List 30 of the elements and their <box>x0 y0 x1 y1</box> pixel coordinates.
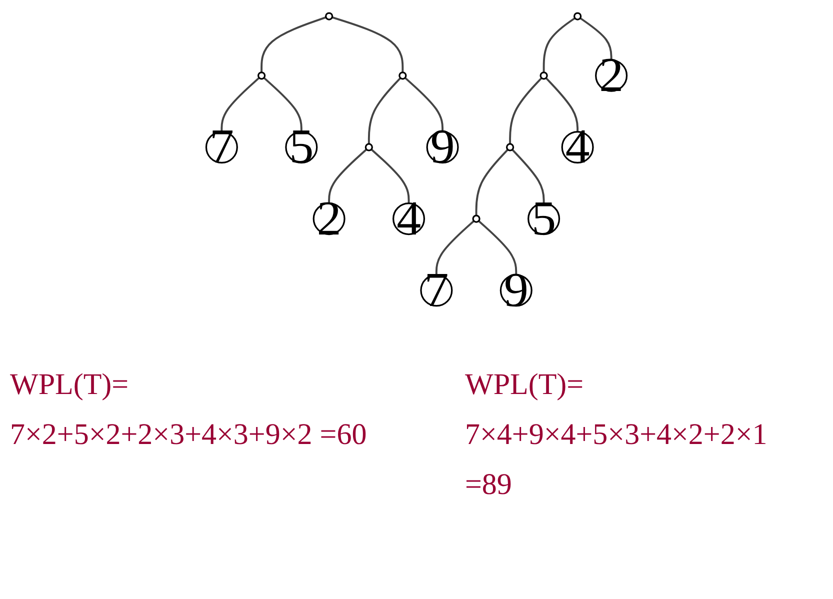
formula-heading: WPL(T)= <box>10 367 130 403</box>
formula-text: 7×4+9×4+5×3+4×2+2×1 =89 <box>465 417 768 503</box>
node-circle <box>540 72 548 80</box>
connector <box>580 17 612 60</box>
connector <box>509 77 542 144</box>
node-circle <box>573 12 582 20</box>
connector <box>435 220 475 275</box>
node-circle <box>398 72 407 80</box>
connector <box>220 77 260 132</box>
connector <box>404 77 444 132</box>
node-circle <box>506 143 514 152</box>
connector <box>328 148 368 204</box>
node-circle: 4 <box>561 130 594 164</box>
node-circle <box>325 12 334 20</box>
node-circle <box>472 214 480 223</box>
node-circle <box>364 143 373 152</box>
connector <box>370 148 410 204</box>
connector <box>512 148 545 204</box>
connector <box>478 220 518 275</box>
connector <box>368 77 402 144</box>
formula-text: 7×2+5×2+2×3+4×3+9×2 =60 <box>10 417 368 453</box>
connector <box>332 16 404 72</box>
connector <box>475 148 509 216</box>
connector <box>260 16 326 72</box>
connector <box>542 17 576 72</box>
connector <box>263 77 302 132</box>
formula-heading: WPL(T)= <box>465 367 585 403</box>
connector <box>545 77 579 132</box>
node-circle <box>257 72 266 80</box>
node-circle: 4 <box>392 202 426 236</box>
